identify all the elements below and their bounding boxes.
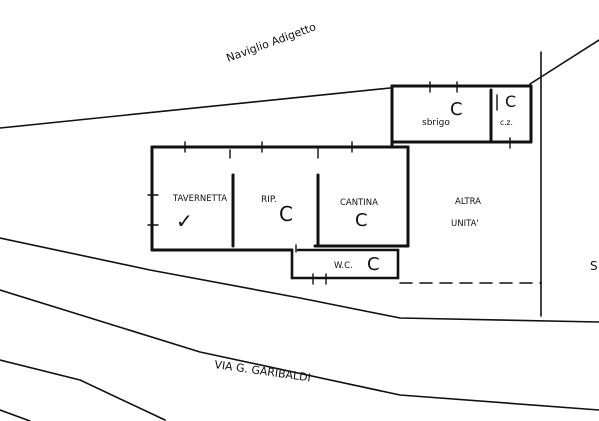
- room-label-tavernetta: TAVERNETTA: [172, 194, 227, 204]
- room-mark-tavernetta: ✓: [176, 209, 193, 233]
- upper-diagonal-line: [0, 237, 599, 323]
- canal-street-label: Naviglio Adigetto: [225, 20, 318, 65]
- road-line: [0, 359, 166, 421]
- street-lines: [0, 39, 599, 421]
- room-mark-cz: C: [505, 92, 516, 111]
- room-label-wc: W.C.: [334, 261, 353, 271]
- bottom-short-line: [0, 409, 31, 421]
- annex-ticks: [429, 81, 511, 149]
- window-ticks: [147, 141, 353, 226]
- room-mark-ripostiglio: C: [279, 202, 293, 226]
- room-label-cz: c.z.: [500, 118, 513, 127]
- road-street-label: VIA G. GARIBALDI: [214, 358, 312, 384]
- edge-label: S: [590, 259, 598, 273]
- canal-boundary-line: [0, 87, 391, 129]
- room-label-altra-2: UNITA': [451, 219, 479, 229]
- wc-annex: [290, 248, 400, 280]
- room-mark-sbrigo: C: [450, 99, 463, 120]
- room-label-sbrigo: sbrigo: [422, 118, 450, 128]
- annex: [390, 84, 533, 144]
- room-label-altra-1: ALTRA: [455, 197, 481, 207]
- mid-diagonal-line: [0, 289, 599, 411]
- wc-ticks: [295, 244, 327, 285]
- room-label-ripostiglio: RIP.: [261, 195, 277, 205]
- room-label-cantina: CANTINA: [340, 198, 378, 208]
- room-mark-cantina: C: [355, 210, 368, 231]
- room-mark-wc: C: [367, 254, 380, 275]
